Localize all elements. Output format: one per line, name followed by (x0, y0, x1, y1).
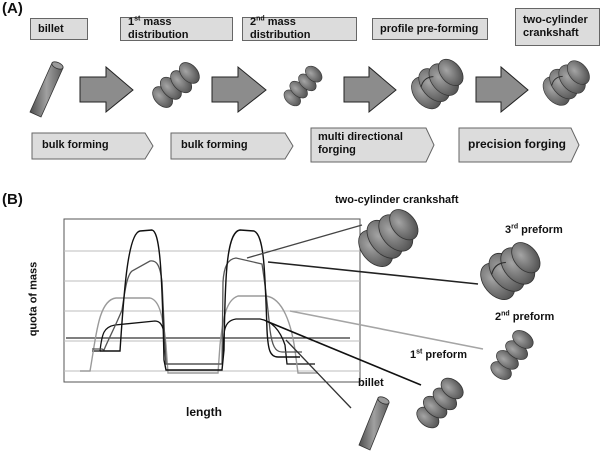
stage-label: two-cylinder crankshaft (523, 14, 588, 39)
part-label-1st: 1st preform (410, 348, 467, 361)
crankshaft-part (358, 209, 419, 267)
stage-box-2nd-mass: 2nd mass distribution (242, 15, 357, 41)
flow-arrow (475, 65, 529, 114)
curve-crankshaft (100, 229, 300, 371)
part-label-billet: billet (358, 377, 384, 389)
process-shape-precision (458, 127, 580, 163)
part-label-3rd: 3rd preform (505, 223, 563, 236)
crankshaft-part (411, 58, 464, 110)
flow-arrow (343, 65, 397, 114)
y-axis-label: quota of mass (27, 261, 40, 337)
process-shape-multi (310, 127, 435, 163)
process-label-bulk-2: bulk forming (181, 139, 248, 151)
crankshaft-part (490, 330, 534, 380)
flow-arrow (79, 65, 134, 114)
stage-box-crankshaft: two-cylinder crankshaft (515, 8, 600, 46)
stage-label: 1st mass distribution (128, 15, 189, 41)
process-label-multi: multi directional forging (318, 131, 403, 157)
crankshaft-part (480, 242, 541, 300)
pointer-3rd (267, 261, 479, 285)
pointer-2nd (289, 310, 484, 350)
process-shape-bulk-2 (170, 132, 294, 160)
curve-3rd-preform (92, 257, 302, 365)
billet-cylinder-a (29, 61, 64, 118)
stage-box-1st-mass: 1st mass distribution (120, 15, 233, 41)
process-label-precision: precision forging (468, 137, 567, 151)
crankshaft-part (152, 62, 200, 108)
curve-2nd-preform (80, 295, 318, 374)
flow-arrows (79, 65, 529, 114)
stage-label: billet (38, 22, 64, 35)
gridlines (64, 250, 360, 372)
chart (63, 218, 484, 409)
stage-label: profile pre-forming (380, 22, 479, 35)
pointer-crankshaft (246, 224, 363, 259)
stage-box-billet: billet (30, 18, 88, 40)
x-axis-label: length (186, 405, 222, 419)
panel-label-b: (B) (2, 191, 23, 208)
process-label-bulk-1: bulk forming (42, 139, 109, 151)
panel-label-a: (A) (2, 0, 23, 17)
crankshaft-part (416, 377, 464, 429)
chart-frame (63, 218, 361, 383)
process-shapes (31, 127, 580, 163)
pointer-1st (265, 320, 422, 386)
process-shape-bulk-1 (31, 132, 154, 160)
stage-box-profile: profile pre-forming (372, 18, 488, 40)
part-label-2nd: 2nd preform (495, 310, 555, 323)
crankshaft-part (542, 60, 590, 106)
part-label-crankshaft: two-cylinder crankshaft (335, 194, 459, 206)
pointer-billet (285, 339, 352, 409)
billet-cylinder-b (358, 396, 390, 451)
flow-arrow (211, 65, 267, 114)
stage-label: 2nd mass distribution (250, 15, 311, 41)
crankshaft-part (283, 65, 323, 107)
